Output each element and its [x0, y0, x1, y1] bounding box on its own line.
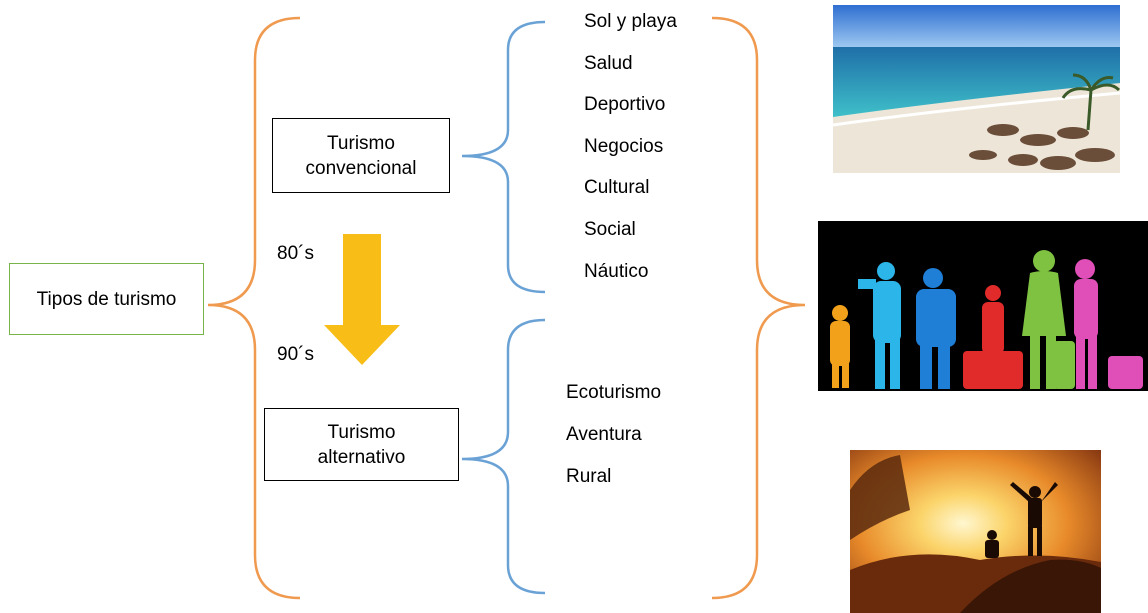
conventional-item: Cultural [584, 177, 650, 198]
root-node-box: Tipos de turismo [9, 263, 204, 335]
conventional-item: Sol y playa [584, 11, 677, 32]
beach-photo [833, 5, 1120, 173]
blue-brace-alternative [461, 318, 546, 595]
blue-brace-conventional [461, 20, 546, 294]
conventional-item: Deportivo [584, 94, 666, 115]
conventional-label-line2: convencional [305, 157, 417, 179]
conventional-node-box: Turismo convencional [272, 118, 450, 193]
root-node-label: Tipos de turismo [36, 288, 177, 310]
alternative-label-line1: Turismo [327, 421, 396, 443]
alternative-label-line2: alternativo [317, 446, 406, 468]
timeline-to-label: 90´s [277, 344, 314, 365]
alternative-item: Aventura [566, 424, 642, 445]
orange-brace-right [711, 16, 806, 600]
mountain-sunset-photo [850, 450, 1101, 613]
conventional-item: Náutico [584, 261, 649, 282]
alternative-item: Rural [566, 466, 612, 487]
alternative-node-box: Turismo alternativo [264, 408, 459, 481]
alternative-item: Ecoturismo [566, 382, 662, 403]
conventional-label-line1: Turismo [327, 132, 395, 154]
timeline-arrow [324, 234, 400, 365]
travelers-silhouette-photo [818, 221, 1148, 391]
timeline-from-label: 80´s [277, 243, 314, 264]
orange-brace-main [207, 16, 301, 600]
conventional-item: Salud [584, 53, 633, 74]
conventional-item: Social [584, 219, 636, 240]
conventional-item: Negocios [584, 136, 664, 157]
